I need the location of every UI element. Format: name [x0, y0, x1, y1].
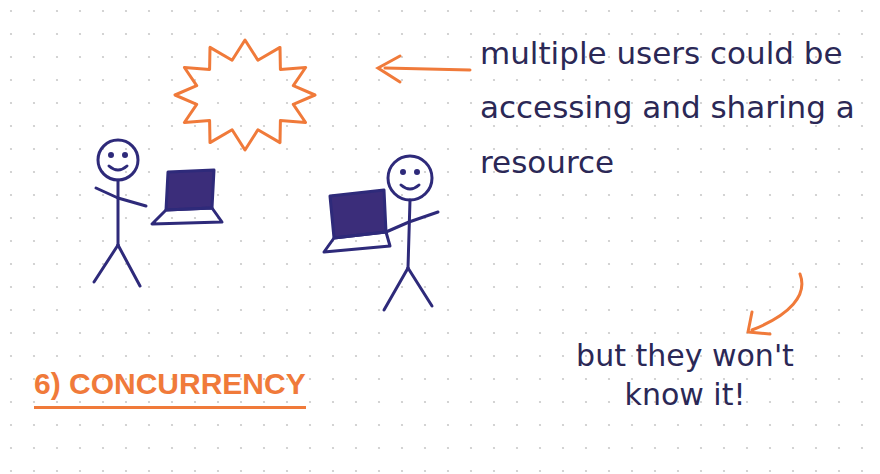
note-text: but they won't know it! [560, 336, 810, 414]
leader-arrow [330, 56, 472, 82]
laptop-icon [152, 170, 222, 224]
stick-figure [384, 156, 438, 310]
laptop-icon [324, 190, 390, 252]
section-heading: 6) CONCURRENCY [34, 366, 306, 409]
burst-symbol [175, 40, 315, 150]
stick-figure [94, 140, 146, 286]
leader-arrow [748, 274, 802, 334]
note-text: multiple users could be accessing and sh… [480, 26, 870, 189]
